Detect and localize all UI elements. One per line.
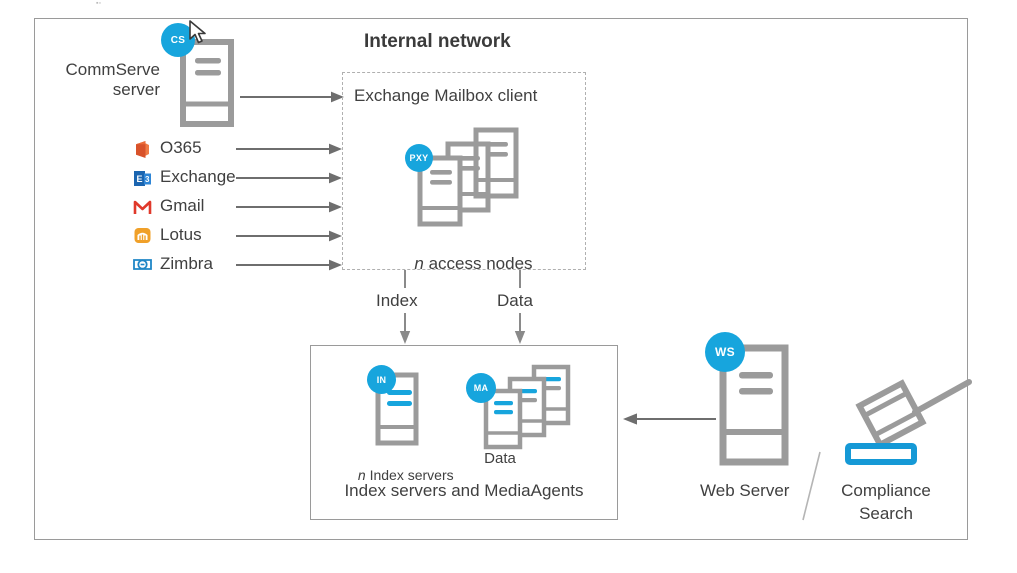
arrow-gmail-to-client [236, 198, 344, 216]
web-server-label: Web Server [700, 481, 790, 500]
compliance-search-label-line2: Search [859, 504, 913, 523]
index-servers-n: n [357, 466, 366, 483]
arrow-exchange-to-client [236, 169, 344, 187]
top-artifact: ▪▫ [96, 0, 101, 7]
index-mediaagents-box [310, 345, 618, 520]
arrow-data-head [513, 313, 527, 345]
svg-text:3: 3 [145, 175, 150, 184]
index-servers-rest: Index servers [365, 466, 454, 483]
mediaagent-badge: MA [466, 373, 496, 403]
gmail-icon [133, 199, 153, 216]
exchange-mailbox-client-box [342, 72, 586, 270]
arrow-commserve-to-client [240, 88, 346, 106]
source-label-exchange: Exchange [160, 167, 236, 186]
page-title: Internal network [364, 31, 511, 52]
source-label-zimbra: Zimbra [160, 254, 213, 273]
o365-icon [134, 140, 151, 159]
zimbra-icon [132, 255, 153, 273]
arrow-webserver-to-index [622, 411, 716, 427]
exchange-mailbox-client-label: Exchange Mailbox client [354, 86, 538, 105]
commserve-label-line2: server [112, 80, 160, 99]
arrow-index-head [398, 313, 412, 345]
index-server-icon [373, 372, 425, 450]
mediaagents-data-icon [478, 364, 578, 453]
source-label-o365: O365 [160, 138, 202, 157]
index-box-caption: Index servers and MediaAgents [344, 481, 584, 500]
arrow-data-flow [513, 270, 527, 288]
access-nodes-label: n access nodes [364, 234, 564, 294]
commserve-server-icon [178, 38, 240, 128]
web-server-icon [717, 344, 797, 470]
mouse-cursor [189, 20, 209, 46]
label-separator [799, 450, 827, 522]
access-nodes-rest: access nodes [423, 254, 533, 274]
source-label-lotus: Lotus [160, 225, 202, 244]
arrow-lotus-to-client [236, 227, 344, 245]
flow-label-data: Data [497, 291, 533, 310]
arrow-zimbra-to-client [236, 256, 344, 274]
flow-label-index: Index [376, 291, 418, 310]
index-servers-label: n Index servers [335, 450, 461, 500]
arrow-index-flow [398, 270, 412, 288]
lotus-icon [133, 226, 152, 245]
exchange-icon: E 3 [133, 169, 152, 188]
svg-text:E: E [137, 174, 143, 184]
source-label-gmail: Gmail [160, 196, 205, 215]
compliance-search-label-line1: Compliance [841, 481, 931, 500]
commserve-label-line1: CommServe [65, 60, 160, 79]
index-badge: IN [367, 365, 396, 394]
webserver-badge: WS [705, 332, 745, 372]
data-label: Data [484, 450, 516, 467]
pxy-badge: PXY [405, 144, 433, 172]
compliance-search-gavel-icon [843, 370, 983, 472]
arrow-o365-to-client [236, 140, 344, 158]
access-nodes-n: n [414, 254, 424, 274]
access-nodes-icon [414, 127, 524, 228]
